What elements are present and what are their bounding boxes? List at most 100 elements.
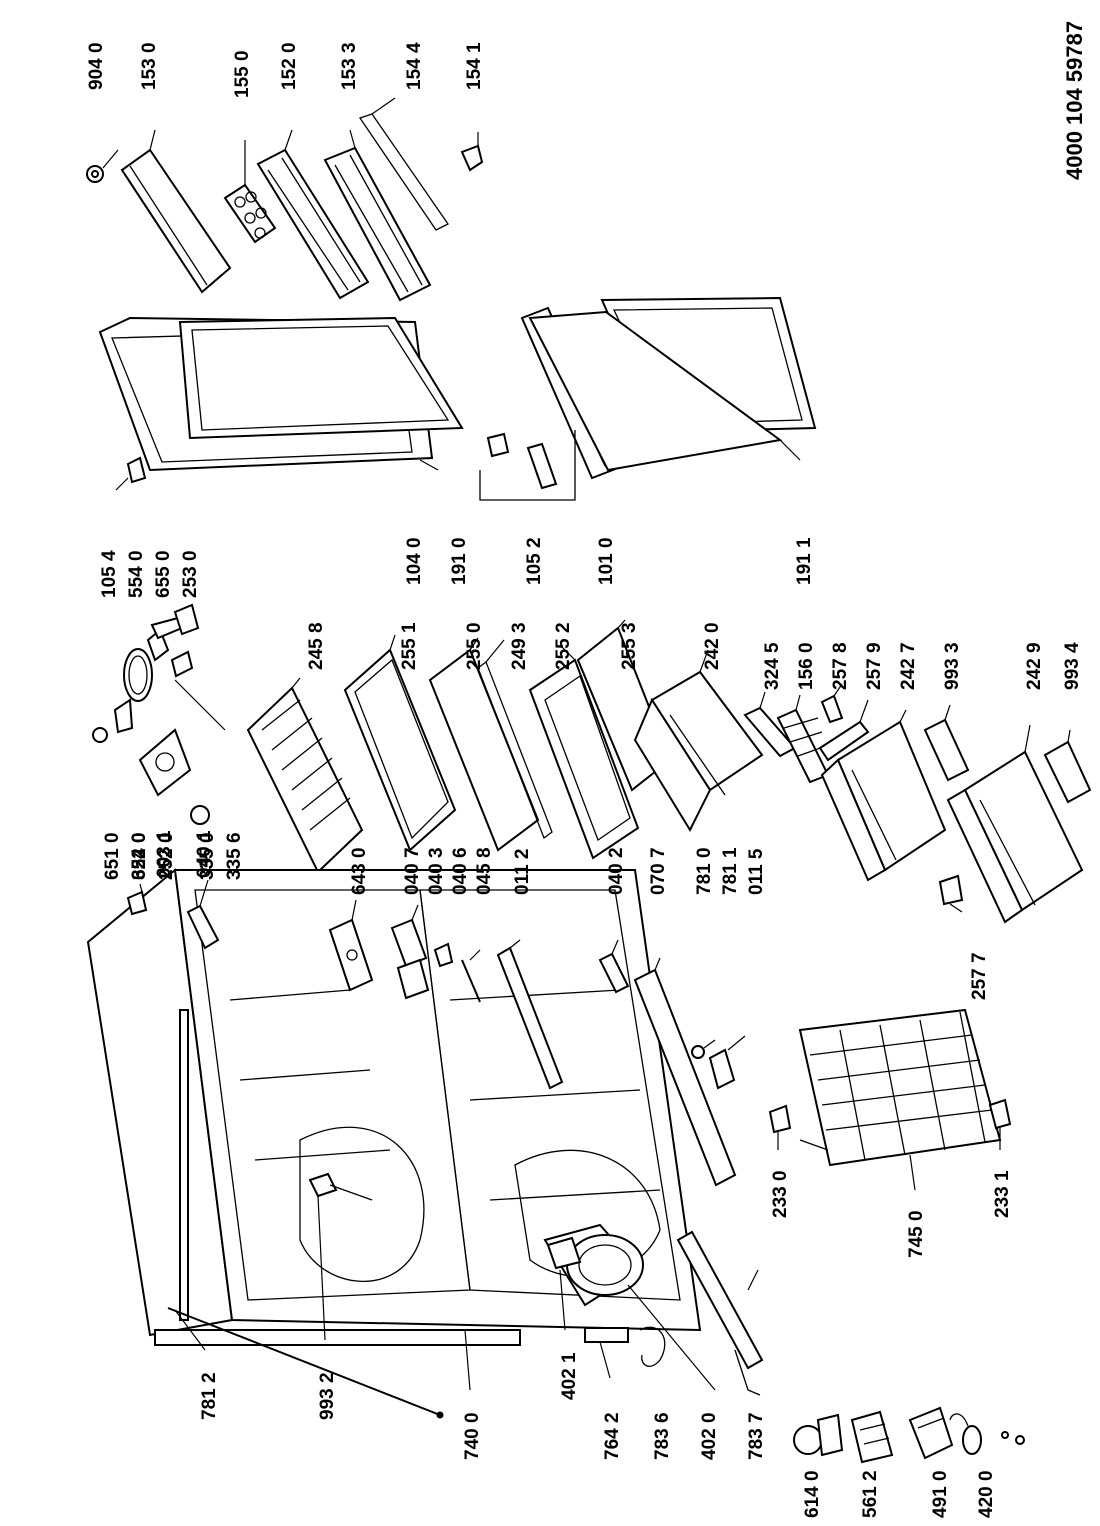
part-011-2-drawing (496, 939, 564, 1090)
part-label: 253 0 (180, 550, 201, 598)
part-label: 255 0 (464, 622, 485, 670)
part-label: 402 1 (559, 1352, 580, 1400)
part-904-0-drawing (86, 149, 119, 183)
part-label: 255 1 (399, 622, 420, 670)
part-040-7-3-6-drawing (390, 904, 454, 1000)
part-label: 153 0 (139, 42, 160, 90)
part-643-0-drawing (328, 899, 374, 992)
part-label: 745 0 (906, 1210, 927, 1258)
part-label: 252 0 (156, 832, 177, 880)
part-993-4-drawing (1043, 729, 1092, 804)
part-420-0-drawing (949, 1413, 1025, 1455)
part-label: 554 0 (126, 550, 147, 598)
part-label: 561 2 (860, 1470, 881, 1518)
part-491-0-drawing (908, 1406, 954, 1460)
part-label: 255 2 (553, 622, 574, 670)
part-label: 105 4 (99, 550, 120, 598)
part-783-7-drawing (734, 1349, 761, 1396)
part-242-7-drawing (820, 709, 947, 882)
part-label: 257 9 (864, 642, 885, 690)
part-label: 245 8 (306, 622, 327, 670)
part-label: 154 4 (404, 42, 425, 90)
part-label: 233 1 (992, 1170, 1013, 1218)
part-255-0-drawing (428, 637, 540, 852)
part-label: 652 0 (129, 832, 150, 880)
part-label: 402 0 (699, 1412, 720, 1460)
part-label: 655 0 (153, 550, 174, 598)
part-label: 993 3 (942, 642, 963, 690)
part-label: 101 0 (596, 537, 617, 585)
part-783-6-drawing (639, 1326, 666, 1367)
part-242-0-drawing (633, 649, 764, 833)
part-label: 040 6 (450, 847, 471, 895)
compressor-drawing (543, 1223, 716, 1391)
part-255-1-drawing (343, 634, 457, 852)
part-764-2-drawing (584, 1327, 629, 1379)
part-label: 781 0 (694, 847, 715, 895)
part-740-0-drawing (464, 1329, 471, 1391)
part-label: 191 0 (449, 537, 470, 585)
part-781-0-1-drawing (691, 1035, 746, 1090)
thermostat-assembly-drawing (92, 603, 226, 825)
part-105-2-drawing (479, 430, 576, 501)
part-label: 993 2 (317, 1372, 338, 1420)
part-label: 781 1 (720, 847, 741, 895)
part-label: 045 8 (474, 847, 495, 895)
part-324-0-drawing (126, 883, 148, 916)
part-label: 242 7 (898, 642, 919, 690)
part-233-1-drawing (988, 1098, 1012, 1150)
fridge-door-drawing (98, 316, 464, 472)
part-155-0-drawing (223, 140, 277, 244)
part-label: 233 0 (770, 1170, 791, 1218)
part-label: 324 0 (129, 832, 150, 880)
part-label: 783 7 (746, 1412, 767, 1460)
cabinet-drawing (86, 868, 702, 1346)
part-781-2-drawing (167, 1307, 444, 1419)
part-label: 257 7 (969, 952, 990, 1000)
part-label: 993 4 (1062, 642, 1083, 690)
part-label: 191 1 (794, 537, 815, 585)
part-257-7-drawing (938, 874, 964, 913)
part-label: 335 0 (197, 832, 218, 880)
part-label: 324 5 (762, 642, 783, 690)
part-242-9-drawing (946, 724, 1084, 924)
part-label: 152 0 (279, 42, 300, 90)
part-label: 104 0 (404, 537, 425, 585)
part-label: 040 3 (426, 847, 447, 895)
part-label: 643 0 (349, 847, 370, 895)
part-label: 781 2 (199, 1372, 220, 1420)
part-label: 011 5 (746, 848, 767, 895)
part-233-0-drawing (768, 1104, 792, 1150)
freezer-door-drawing (520, 296, 817, 480)
part-257-8-9-drawing (818, 683, 870, 762)
part-011-5-drawing (676, 1230, 764, 1370)
part-label: 740 0 (462, 1412, 483, 1460)
part-154-1-drawing (460, 132, 484, 172)
part-label: 242 0 (702, 622, 723, 670)
part-label: 070 7 (648, 847, 669, 895)
part-153-3-drawing (323, 129, 432, 302)
part-label: 651 0 (102, 832, 123, 880)
part-154-4-drawing (358, 97, 449, 231)
part-070-7-drawing (633, 957, 737, 1187)
part-153-0-drawing (120, 129, 232, 294)
part-label: 255 3 (619, 622, 640, 670)
part-label: 153 3 (339, 42, 360, 90)
part-label: 257 8 (830, 642, 851, 690)
part-label: 155 0 (232, 50, 253, 98)
part-993-3-drawing (923, 704, 970, 782)
part-040-1-drawing (186, 879, 220, 950)
part-993-2-drawing (308, 1172, 373, 1341)
part-label: 154 1 (464, 42, 485, 90)
part-614-0-drawing (793, 1413, 844, 1457)
part-label: 040 2 (606, 847, 627, 895)
part-105-4-drawing (115, 456, 147, 491)
part-label: 156 0 (796, 642, 817, 690)
part-label: 003 1 (154, 830, 175, 878)
part-249-3-drawing (477, 639, 553, 840)
part-label: 242 9 (1024, 642, 1045, 690)
part-040-2-drawing (598, 939, 630, 994)
part-label: 105 2 (524, 537, 545, 585)
part-label: 040 7 (402, 847, 423, 895)
